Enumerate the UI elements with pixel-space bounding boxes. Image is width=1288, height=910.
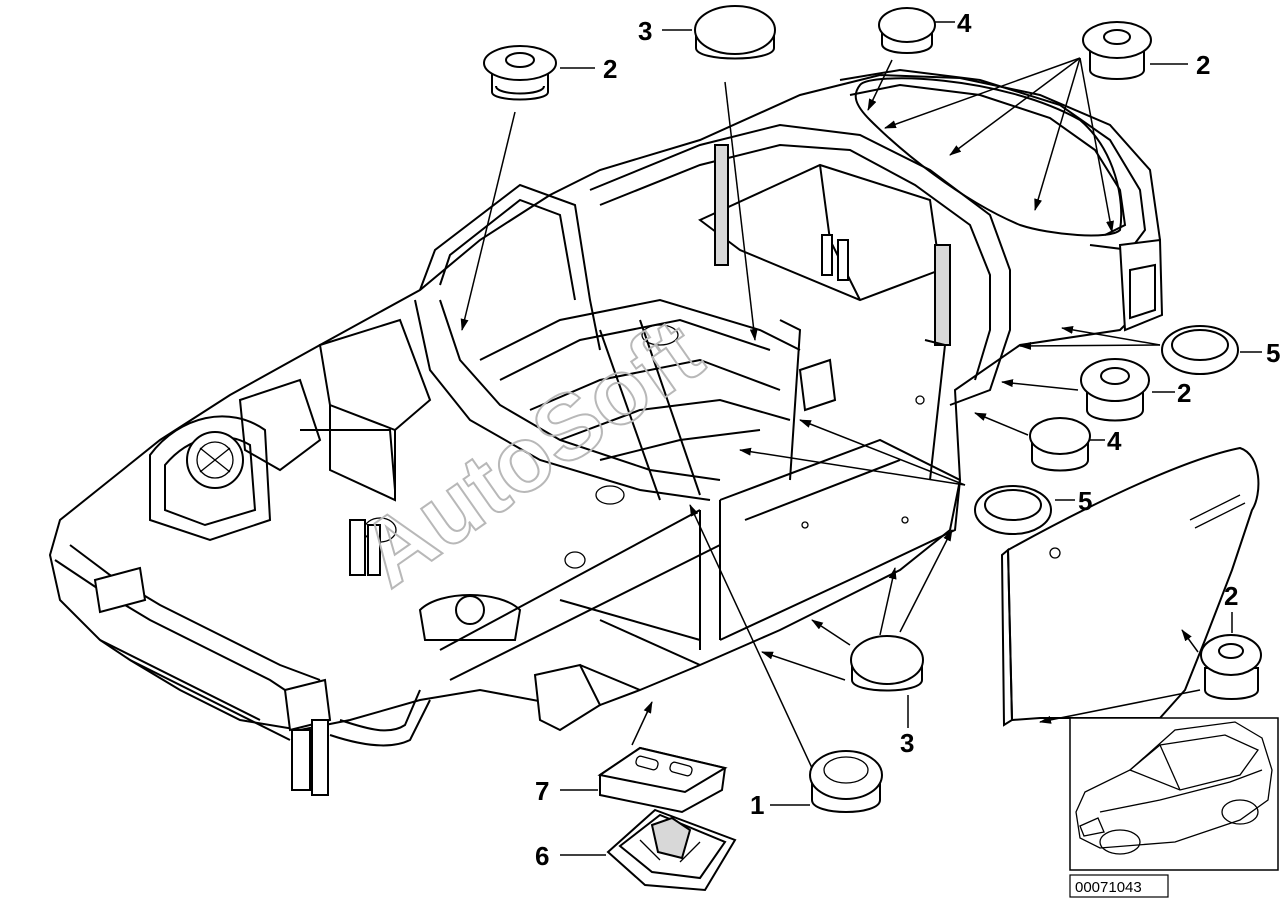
callout-2-door: 2	[1224, 581, 1238, 611]
grommet-2-door	[1200, 634, 1262, 700]
plug-4-top	[878, 7, 936, 54]
plug-1-bottom	[809, 750, 883, 813]
callout-2-right-mid: 2	[1177, 378, 1191, 408]
grommet-2-top-right	[1082, 21, 1152, 80]
reference-code: 00071043	[1075, 879, 1142, 896]
callout-3-bottom: 3	[900, 728, 914, 758]
ring-5-right	[1161, 325, 1239, 375]
grommet-2-top-left	[483, 45, 557, 101]
leader-lines	[460, 21, 1262, 856]
callout-2-top-left: 2	[603, 54, 617, 84]
callout-4-top: 4	[957, 8, 972, 38]
plug-3-bottom	[850, 635, 924, 692]
plug-4-right	[1029, 417, 1091, 472]
callout-6: 6	[535, 841, 549, 871]
vehicle-inset	[1069, 717, 1279, 871]
callout-2-top-right: 2	[1196, 50, 1210, 80]
ring-5-center	[974, 485, 1052, 535]
plug-3-top	[694, 5, 776, 60]
callout-labels: 1 2 2 2 2 3 3 4 4 5 5 6 7	[535, 8, 1280, 871]
door-panel	[1000, 446, 1260, 727]
reference-code-box	[1069, 874, 1169, 898]
grommet-2-right-mid	[1080, 358, 1150, 422]
callout-7: 7	[535, 776, 549, 806]
callout-5-center: 5	[1078, 486, 1092, 516]
callout-1: 1	[750, 790, 764, 820]
callout-5-right: 5	[1266, 338, 1280, 368]
callout-4-right: 4	[1107, 426, 1122, 456]
pad-7	[597, 746, 728, 814]
callout-3-top: 3	[638, 16, 652, 46]
car-body-frame	[48, 68, 1164, 796]
jack-pad-6	[606, 808, 737, 892]
